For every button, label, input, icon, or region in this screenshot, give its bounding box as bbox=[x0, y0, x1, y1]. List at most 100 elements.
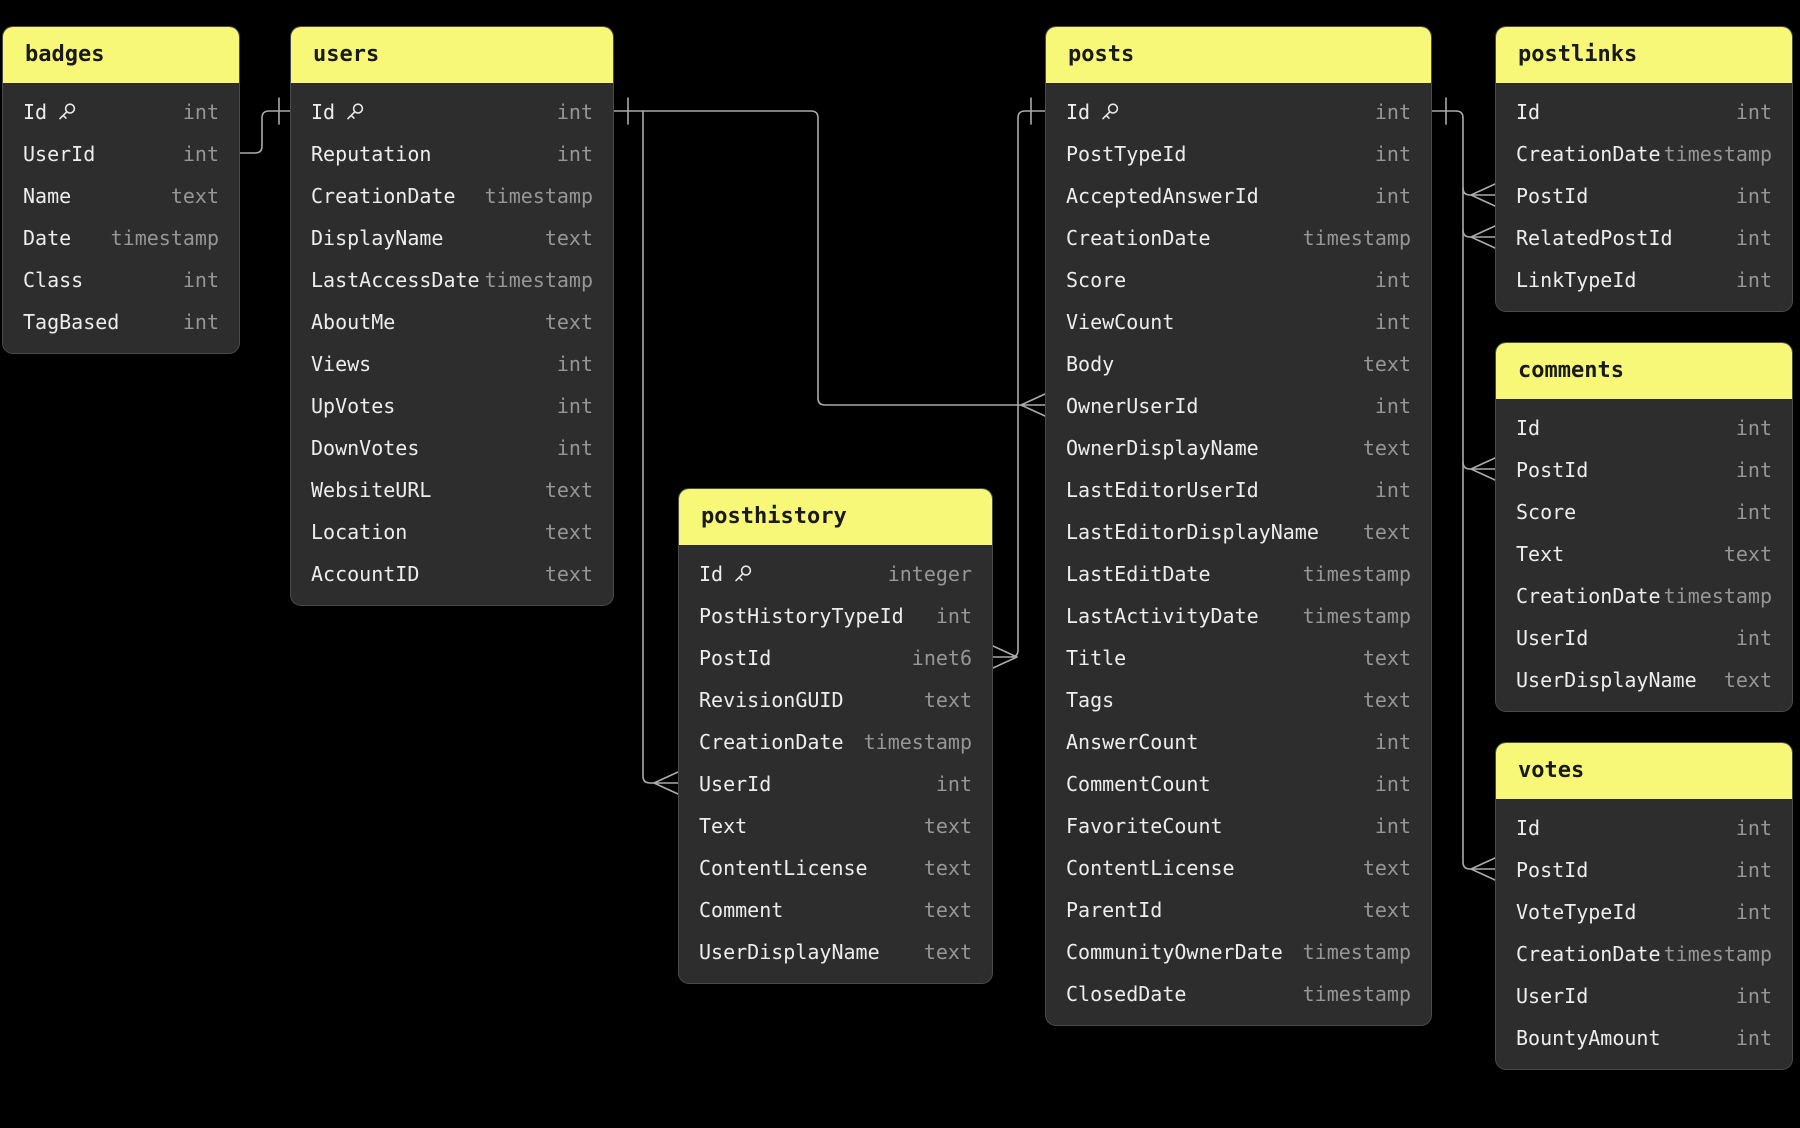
rel-users-posts-many-marker bbox=[1020, 393, 1046, 417]
column-name: CreationDate bbox=[1516, 142, 1661, 166]
rel-badges-users bbox=[239, 110, 291, 154]
column-name: Id bbox=[1516, 416, 1541, 440]
rel-posts-comments bbox=[1462, 461, 1496, 470]
column-row: Score int bbox=[1046, 259, 1431, 301]
column-type: text bbox=[1362, 688, 1411, 712]
column-name: PostTypeId bbox=[1066, 142, 1187, 166]
key-icon bbox=[735, 564, 752, 581]
column-type: int bbox=[556, 352, 593, 376]
column-type: int bbox=[1735, 626, 1772, 650]
column-name: Score bbox=[1066, 268, 1127, 292]
column-name: CreationDate bbox=[311, 184, 456, 208]
column-type: int bbox=[1735, 458, 1772, 482]
table-header-users[interactable]: users bbox=[291, 27, 613, 83]
column-type: int bbox=[1374, 772, 1411, 796]
column-type: int bbox=[1374, 478, 1411, 502]
column-name: Body bbox=[1066, 352, 1115, 376]
rel-posts-postlinks-postid bbox=[1462, 187, 1496, 196]
column-name: UserId bbox=[1516, 984, 1589, 1008]
column-name: Class bbox=[23, 268, 84, 292]
column-name: PostHistoryTypeId bbox=[699, 604, 904, 628]
column-name: CommentCount bbox=[1066, 772, 1211, 796]
rel-users-posthistory bbox=[642, 110, 679, 784]
column-type: int bbox=[556, 100, 593, 124]
column-type: timestamp bbox=[1302, 604, 1411, 628]
column-name: AnswerCount bbox=[1066, 730, 1199, 754]
table-header-posts[interactable]: posts bbox=[1046, 27, 1431, 83]
column-name: CreationDate bbox=[699, 730, 844, 754]
column-type: int bbox=[182, 142, 219, 166]
column-type: int bbox=[1374, 310, 1411, 334]
column-type: int bbox=[1735, 184, 1772, 208]
column-name: CreationDate bbox=[1066, 226, 1211, 250]
rel-posts-votes bbox=[1431, 110, 1496, 870]
column-name: LastEditDate bbox=[1066, 562, 1211, 586]
column-type: text bbox=[923, 898, 972, 922]
rel-posts-votes-many-marker bbox=[1470, 857, 1496, 881]
table-header-posthistory[interactable]: posthistory bbox=[679, 489, 992, 545]
column-name: LastAccessDate bbox=[311, 268, 480, 292]
column-type: int bbox=[1374, 184, 1411, 208]
column-name: ContentLicense bbox=[699, 856, 868, 880]
table-header-votes[interactable]: votes bbox=[1496, 743, 1792, 799]
column-type: text bbox=[1362, 520, 1411, 544]
table-header-postlinks[interactable]: postlinks bbox=[1496, 27, 1792, 83]
table-header-comments[interactable]: comments bbox=[1496, 343, 1792, 399]
column-name: Id bbox=[1066, 100, 1091, 124]
column-type: text bbox=[923, 814, 972, 838]
column-name: ParentId bbox=[1066, 898, 1163, 922]
column-name: ClosedDate bbox=[1066, 982, 1187, 1006]
column-type: int bbox=[1374, 730, 1411, 754]
column-name: DownVotes bbox=[311, 436, 420, 460]
column-row: Views int bbox=[291, 343, 613, 385]
key-icon bbox=[59, 102, 76, 119]
column-name: CreationDate bbox=[1516, 942, 1661, 966]
column-type: text bbox=[1723, 668, 1772, 692]
rel-posts-comments-many-marker bbox=[1470, 457, 1496, 481]
column-type: int bbox=[935, 772, 972, 796]
column-name: Location bbox=[311, 520, 408, 544]
column-type: int bbox=[1735, 816, 1772, 840]
column-name: UpVotes bbox=[311, 394, 396, 418]
column-type: integer bbox=[887, 562, 972, 586]
column-name: Views bbox=[311, 352, 372, 376]
column-type: int bbox=[1374, 268, 1411, 292]
column-type: text bbox=[1362, 352, 1411, 376]
column-type: timestamp bbox=[110, 226, 219, 250]
column-type: text bbox=[544, 520, 593, 544]
table-header-badges[interactable]: badges bbox=[3, 27, 239, 83]
column-type: int bbox=[1735, 858, 1772, 882]
